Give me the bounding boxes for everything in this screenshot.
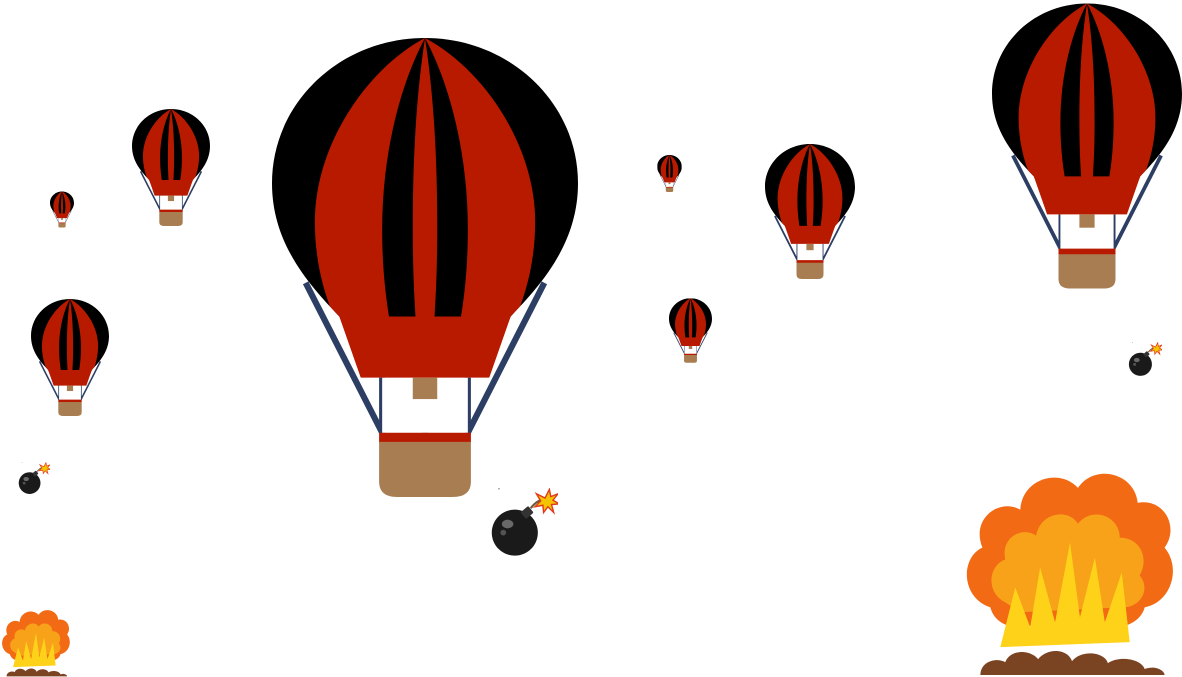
bomb-icon	[16, 462, 50, 496]
bomb-icon	[486, 488, 558, 560]
hot-air-balloon-icon	[992, 0, 1182, 292]
bomb-icon	[1126, 342, 1162, 378]
balloon-large-right[interactable]	[992, 0, 1182, 292]
balloon-tiny-left[interactable]	[50, 191, 74, 228]
balloon-medium-upper-left[interactable]	[132, 107, 210, 228]
bomb-large-center[interactable]	[486, 488, 558, 560]
hot-air-balloon-icon	[669, 297, 712, 364]
balloon-tiny-top-center[interactable]	[657, 155, 682, 192]
bomb-small-left[interactable]	[16, 462, 50, 496]
explosion-icon	[0, 605, 72, 677]
hot-air-balloon-icon	[272, 30, 578, 505]
balloon-large-center[interactable]	[272, 30, 578, 505]
balloon-medium-left[interactable]	[31, 297, 109, 418]
explosion-large-bottom-right	[958, 458, 1182, 677]
hot-air-balloon-icon	[765, 143, 855, 280]
balloon-small-center-right[interactable]	[669, 297, 712, 364]
hot-air-balloon-icon	[657, 155, 682, 192]
bomb-small-right[interactable]	[1126, 342, 1162, 378]
hot-air-balloon-icon	[50, 191, 74, 228]
explosion-small-bottom-left	[0, 605, 72, 677]
explosion-icon	[958, 458, 1182, 677]
balloon-medium-right-center[interactable]	[765, 143, 855, 280]
hot-air-balloon-icon	[31, 297, 109, 418]
hot-air-balloon-icon	[132, 107, 210, 228]
